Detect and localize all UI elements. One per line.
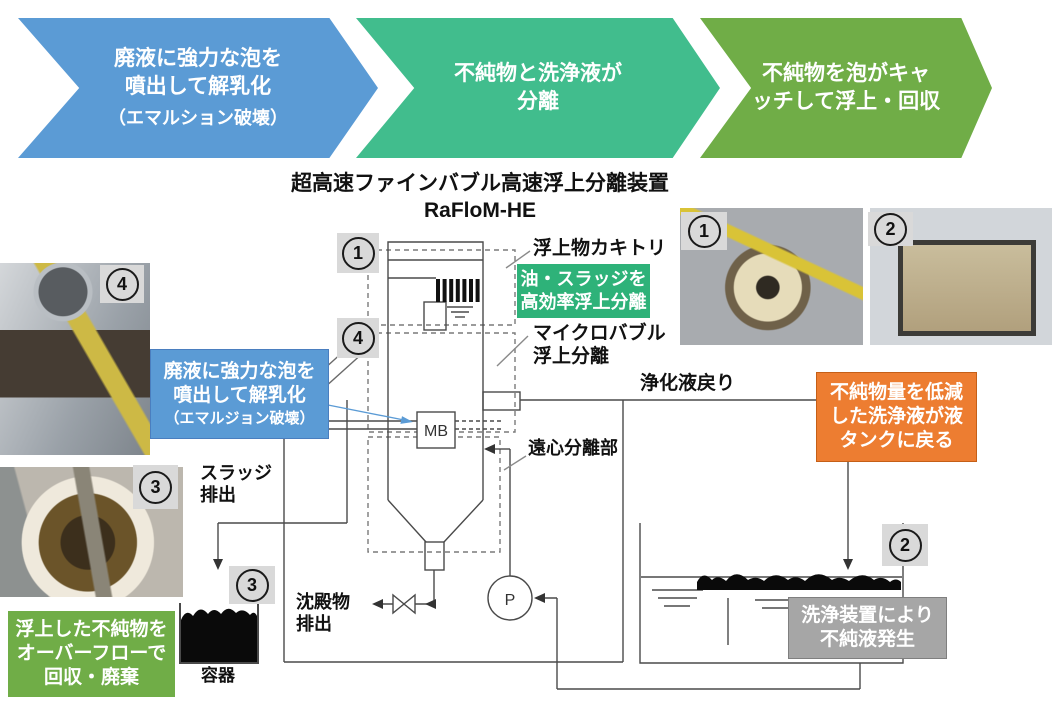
pump-label: P <box>505 592 516 609</box>
label-centrifugal: 遠心分離部 <box>528 438 618 458</box>
return-line3: タンクに戻る <box>839 430 954 452</box>
sludge-discharge-line <box>213 400 348 570</box>
marker-photo-bucket-3: 3 <box>133 465 178 509</box>
marker-photo-equipment-4: 4 <box>100 265 144 303</box>
waste-pit-surface <box>898 240 1036 336</box>
marker-photo-pit-2: 2 <box>868 212 913 246</box>
label-container: 容器 <box>201 666 235 685</box>
step1-subline: （エマルション破壊） <box>108 108 288 129</box>
marker-tank-inlet-4: 4 <box>337 318 379 358</box>
microbubble-generator: MB <box>284 411 502 449</box>
marker-photo-bucket-3-number: 3 <box>139 470 172 504</box>
label-sludge-out-line1: スラッジ <box>200 463 272 483</box>
floating-scum <box>697 574 901 590</box>
label-sediment-out: 沈殿物 排出 <box>296 592 350 636</box>
step3-line2: ッチして浮上・回収 <box>751 90 941 113</box>
pump: P <box>484 444 861 690</box>
washer-line2: 不純液発生 <box>819 629 915 650</box>
marker-container-3-number: 3 <box>235 568 269 602</box>
defoam-subline: （エマルジョン破壊） <box>164 409 315 427</box>
label-sediment-out-line1: 沈殿物 <box>296 592 350 612</box>
marker-wash-tank-2: 2 <box>882 524 928 566</box>
callout-clean-liquid-return: 不純物量を低減 した洗浄液が液 タンクに戻る <box>816 372 977 462</box>
label-microbubble: マイクロバブル 浮上分離 <box>533 322 666 368</box>
title-line2: RaFloM-HE <box>424 199 536 223</box>
callout-overflow-recovery: 浮上した不純物を オーバーフローで 回収・廃棄 <box>8 611 175 697</box>
return-arrow <box>843 460 853 570</box>
skimmer-bars-icon <box>436 279 480 302</box>
defoam-line2: 噴出して解乳化 <box>173 385 306 407</box>
leader-lines <box>496 250 531 471</box>
label-clean-return: 浄化液戻り <box>640 373 736 394</box>
banner-step-2: 不純物と洗浄液が 分離 <box>356 18 720 158</box>
step2-line2: 分離 <box>517 90 559 113</box>
marker-container-3: 3 <box>229 566 275 604</box>
marker-photo-pit-2-number: 2 <box>874 212 907 246</box>
overflow-line3: 回収・廃棄 <box>43 667 139 689</box>
marker-tank-top-1-number: 1 <box>341 236 375 270</box>
callout-defoam: 廃液に強力な泡を 噴出して解乳化 （エマルジョン破壊） <box>150 349 329 439</box>
step1-line2: 噴出して解乳化 <box>124 74 272 98</box>
sediment-drain-valve <box>372 570 436 615</box>
washing-tank <box>639 523 904 664</box>
marker-wash-tank-2-number: 2 <box>888 528 922 562</box>
mb-box-label: MB <box>424 423 448 440</box>
blue-callout-arrow <box>327 404 413 424</box>
overflow-line2: オーバーフローで <box>16 642 167 664</box>
label-skimmer: 浮上物カキトリ <box>533 238 667 259</box>
marker-photo-vat-1: 1 <box>681 212 727 250</box>
step2-line1: 不純物と洗浄液が <box>454 62 622 86</box>
green-note-line1: 油・スラッジを <box>520 268 647 289</box>
step3-line1: 不純物を泡がキャ <box>762 62 930 86</box>
green-note-line2: 高効率浮上分離 <box>520 292 647 312</box>
overflow-container <box>179 603 259 664</box>
washer-line1: 洗浄装置により <box>801 604 934 626</box>
label-microbubble-line2: 浮上分離 <box>533 346 610 368</box>
step1-line1: 廃液に強力な泡を <box>114 46 282 70</box>
label-sediment-out-line2: 排出 <box>296 613 332 634</box>
return-line1: 不純物量を低減 <box>829 381 963 403</box>
marker-photo-vat-1-number: 1 <box>687 214 721 248</box>
container-sludge <box>181 608 257 662</box>
marker-tank-top-1: 1 <box>337 233 379 273</box>
label-microbubble-line1: マイクロバブル <box>533 323 666 344</box>
label-sludge-out-line2: 排出 <box>200 484 236 505</box>
callout-efficient-separation: 油・スラッジを 高効率浮上分離 <box>517 264 650 318</box>
flotation-tank <box>387 241 484 571</box>
page-title: 超高速ファインバブル高速浮上分離装置 RaFloM-HE <box>240 170 720 225</box>
overflow-line1: 浮上した不純物を <box>15 618 168 640</box>
title-line1: 超高速ファインバブル高速浮上分離装置 <box>291 172 669 195</box>
dashed-zone-boxes <box>367 249 516 553</box>
return-line2: した洗浄液が液 <box>829 405 963 427</box>
callout-washer-waste: 洗浄装置により 不純液発生 <box>788 597 947 659</box>
label-sludge-out: スラッジ 排出 <box>200 463 272 507</box>
defoam-line1: 廃液に強力な泡を <box>163 361 316 383</box>
marker-tank-inlet-4-number: 4 <box>341 321 375 355</box>
photo-waste-liquid-pit <box>870 208 1052 345</box>
marker-photo-equipment-4-number: 4 <box>105 267 139 301</box>
recirculation-pipes <box>283 350 816 663</box>
